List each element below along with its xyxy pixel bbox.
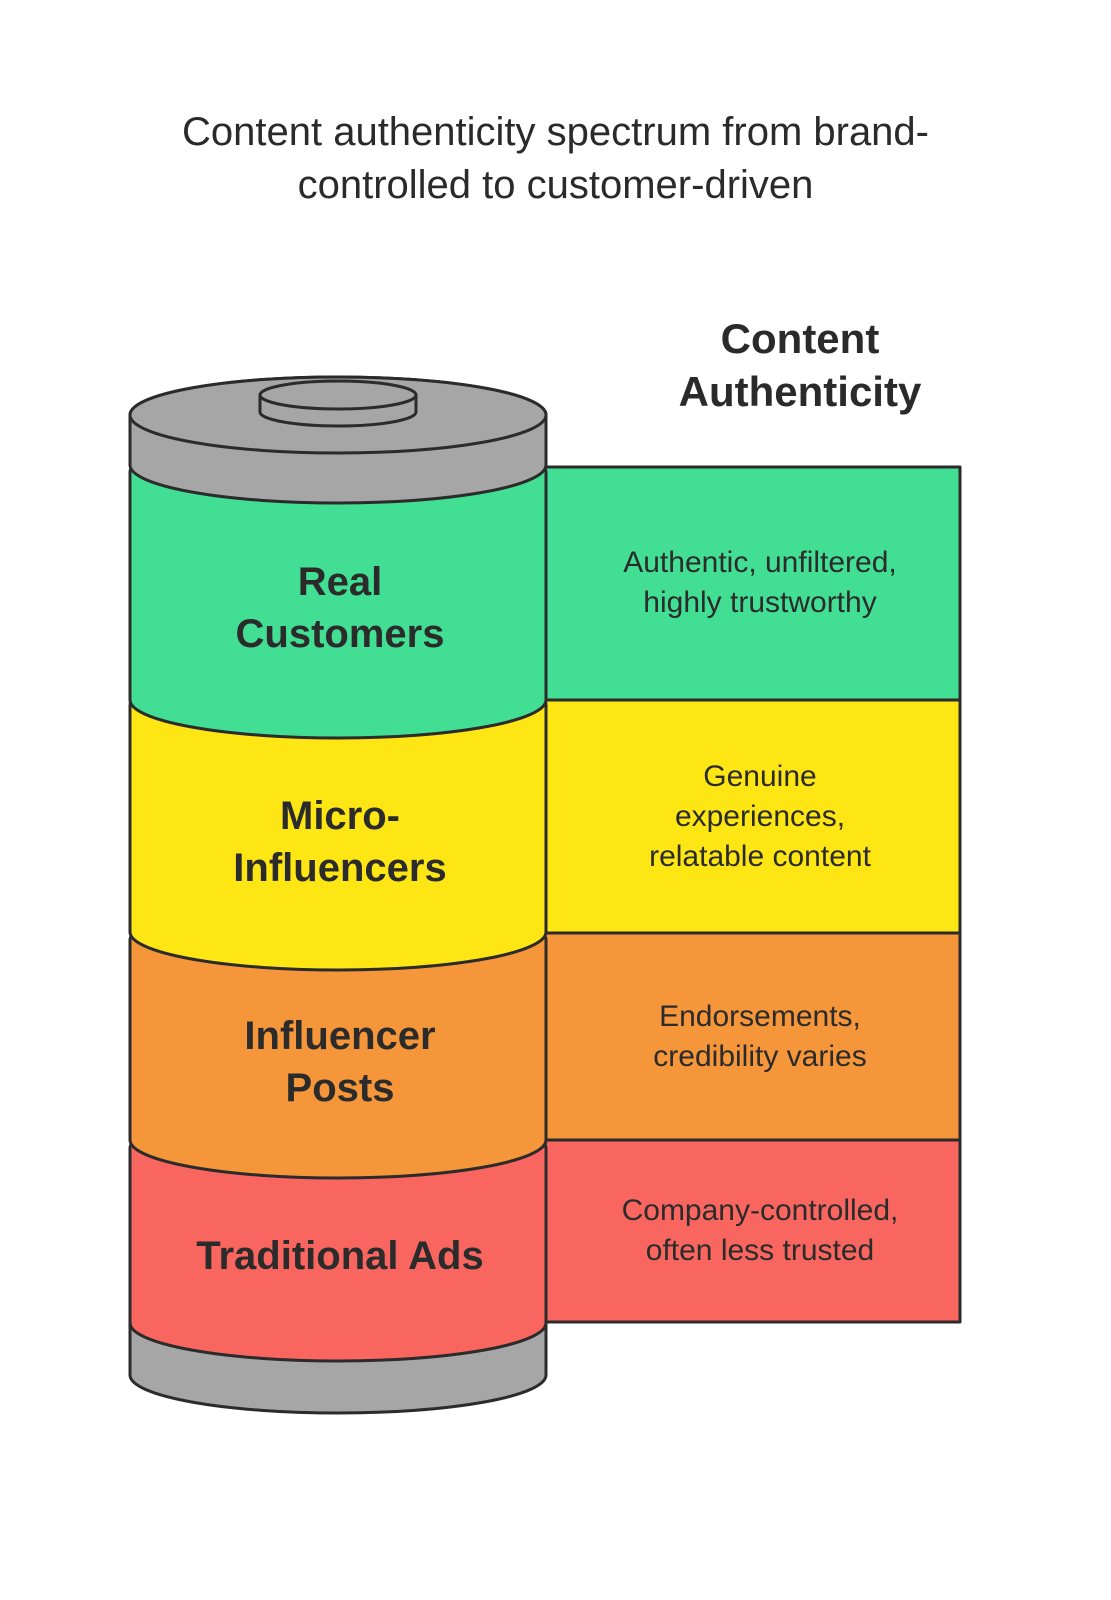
segment-label-line-1: Influencer	[244, 1014, 436, 1058]
desc-line-3: relatable content	[649, 840, 871, 873]
desc-box-influencer-posts	[543, 931, 962, 1142]
desc-line-2: credibility varies	[653, 1040, 867, 1073]
segment-label-real-customers: Real Customers	[130, 556, 550, 660]
segment-label-micro-influencers: Micro- Influencers	[130, 790, 550, 894]
desc-box-micro-influencers	[543, 698, 962, 935]
desc-line-2: highly trustworthy	[643, 586, 877, 619]
desc-line-1: Genuine	[703, 760, 817, 793]
desc-traditional-ads: Company-controlled, often less trusted	[555, 1191, 965, 1271]
segment-label-traditional-ads: Traditional Ads	[130, 1230, 550, 1282]
desc-box-real-customers	[543, 465, 962, 702]
column-header: Content Authenticity	[600, 312, 1000, 418]
battery-terminal-top	[258, 379, 418, 411]
column-header-line-2: Authenticity	[678, 368, 922, 415]
segment-label-line-1: Real	[297, 560, 383, 604]
segment-label-line-2: Customers	[235, 612, 445, 656]
segment-label-line-1: Traditional Ads	[196, 1234, 484, 1278]
desc-box-traditional-ads	[543, 1138, 962, 1324]
title-line-1: Content authenticity spectrum from brand…	[181, 110, 929, 154]
desc-real-customers: Authentic, unfiltered, highly trustworth…	[555, 543, 965, 623]
desc-line-1: Authentic, unfiltered,	[623, 546, 897, 579]
segment-label-line-2: Posts	[285, 1066, 395, 1110]
segment-label-line-1: Micro-	[280, 794, 400, 838]
desc-influencer-posts: Endorsements, credibility varies	[555, 997, 965, 1077]
segment-label-line-2: Influencers	[233, 846, 447, 890]
desc-line-1: Endorsements,	[659, 1000, 861, 1033]
desc-micro-influencers: Genuine experiences, relatable content	[555, 757, 965, 877]
title-line-2: controlled to customer-driven	[297, 163, 814, 207]
segment-label-influencer-posts: Influencer Posts	[130, 1010, 550, 1114]
desc-line-1: Company-controlled,	[621, 1194, 899, 1227]
desc-line-2: experiences,	[674, 800, 846, 833]
column-header-line-1: Content	[720, 315, 880, 362]
desc-line-2: often less trusted	[645, 1234, 875, 1267]
page-title: Content authenticity spectrum from brand…	[0, 106, 1111, 212]
